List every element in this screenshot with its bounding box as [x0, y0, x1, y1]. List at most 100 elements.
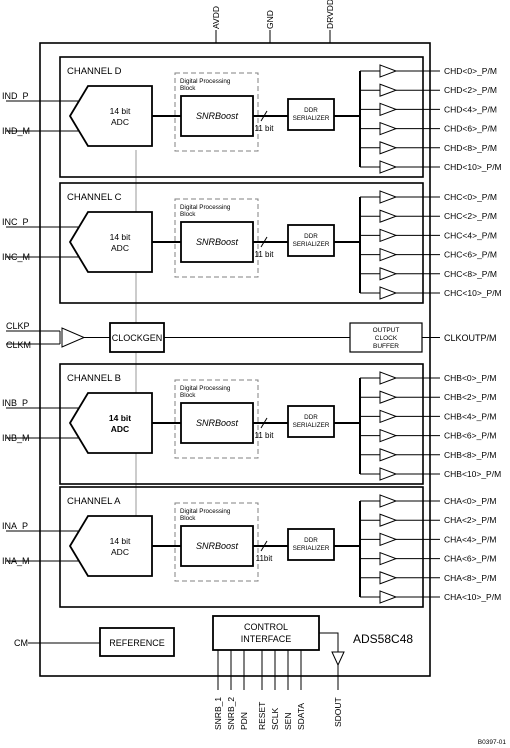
channel-c-bus-label: 11 bit: [255, 250, 275, 259]
channel-b-output-label: CHB<0>_P/M: [444, 373, 496, 383]
top-pin-drvdd: DRVDD: [325, 0, 335, 43]
channel-a-adc-label-adc: ADC: [111, 547, 129, 557]
top-pin-drvdd-label: DRVDD: [325, 0, 335, 29]
channel-a-output-label: CHA<4>_P/M: [444, 534, 496, 544]
channel-b-adc-label-bits: 14 bit: [109, 413, 131, 423]
channel-d-adc-label-bits: 14 bit: [110, 106, 131, 116]
channel-d-dp-label-2: Block: [180, 85, 196, 92]
sdout-buffer-icon: [331, 651, 345, 667]
channel-d-snrboost-block: [180, 95, 254, 137]
channel-d-output-label: CHD<6>_P/M: [444, 124, 497, 134]
reference-section: CM REFERENCE: [14, 627, 175, 657]
channel-d-snrboost-label: SNRBoost: [196, 111, 239, 121]
channel-c-input-p-label: INC_P: [2, 217, 29, 227]
channel-b-snrboost-label: SNRBoost: [196, 418, 239, 428]
channel-c-output-label: CHC<8>_P/M: [444, 269, 497, 279]
channel-b-adc-label-adc: ADC: [111, 424, 129, 434]
channel-d-output-label: CHD<0>_P/M: [444, 66, 497, 76]
channel-b-output-label: CHB<8>_P/M: [444, 450, 496, 460]
output-buffer-icon: [379, 190, 398, 204]
output-clock-buffer-line2: CLOCK: [375, 335, 398, 342]
output-clock-buffer-block: [349, 322, 423, 353]
channel-a-adc-shape: [68, 515, 153, 577]
clkp-label: CLKP: [6, 321, 30, 331]
clkm-label: CLKM: [6, 340, 31, 350]
output-clock-buffer-line1: OUTPUT: [373, 327, 400, 334]
output-buffer-icon: [379, 141, 398, 155]
channel-d-outline: [59, 56, 424, 178]
bottom-pin-label: SEN: [283, 713, 293, 730]
clockgen-label: CLOCKGEN: [112, 333, 163, 343]
bottom-pin-label: SNRB_2: [226, 697, 236, 730]
bottom-pin-pdn: PDN: [239, 650, 249, 730]
channel-d-output-label: CHD<2>_P/M: [444, 85, 497, 95]
channel-c-title: CHANNEL C: [67, 192, 122, 203]
bottom-pin-sen: SEN: [283, 650, 293, 730]
channel-d-ddr-serializer-block: [287, 98, 335, 131]
reference-block: [99, 627, 175, 657]
channel-d-bus-slash: [260, 110, 268, 122]
channel-d-title: CHANNEL D: [67, 66, 122, 77]
channel-d-dp-label-1: Digital Processing: [180, 78, 231, 85]
clock-section: CLKP CLKM CLOCKGEN OUTPUT CLOCK BUFFER C…: [6, 321, 497, 353]
channel-b-output-label: CHB<6>_P/M: [444, 431, 496, 441]
channel-a-ddr-serializer-block: [287, 528, 335, 561]
channel-b-adc-shape: [68, 392, 153, 454]
channel-c-adc-shape: [68, 211, 153, 273]
channel-a-input-m-label: INA_M: [2, 556, 30, 566]
channel-a-ddr-label: DDR: [304, 537, 318, 544]
channel-d-serializer-label: SERIALIZER: [293, 115, 330, 122]
output-buffer-icon: [379, 286, 398, 300]
bottom-pin-label: PDN: [239, 712, 249, 730]
channel-d-output-label: CHD<4>_P/M: [444, 104, 497, 114]
channel-a-bus-slash: [260, 540, 268, 552]
channel-c-serializer-label: SERIALIZER: [293, 241, 330, 248]
output-buffer-icon: [379, 371, 398, 385]
clock-input-buffer-icon: [61, 327, 86, 348]
bottom-pin-reset: RESET: [257, 650, 267, 730]
output-buffer-icon: [379, 247, 398, 262]
output-buffer-icon: [379, 390, 398, 404]
channel-d-bus-label: 11 bit: [255, 124, 275, 133]
channel-c-output-label: CHC<4>_P/M: [444, 230, 497, 240]
reference-label: REFERENCE: [109, 638, 165, 648]
output-buffer-icon: [379, 590, 398, 604]
channel-b-ddr-label: DDR: [304, 414, 318, 421]
output-buffer-icon: [379, 532, 398, 547]
channel-b-output-label: CHB<4>_P/M: [444, 411, 496, 421]
output-clock-buffer-line3: BUFFER: [373, 343, 399, 350]
output-buffer-icon: [379, 83, 398, 97]
channel-b-output-label: CHB<2>_P/M: [444, 392, 496, 402]
channel-b-outline: [59, 363, 424, 485]
channel-c-snrboost-label: SNRBoost: [196, 237, 239, 247]
output-buffer-icon: [379, 448, 398, 462]
figure-id-label: B0397-01: [478, 739, 507, 746]
channel-c-dp-label-1: Digital Processing: [180, 204, 231, 211]
output-buffer-icon: [379, 228, 398, 243]
bottom-pin-snrb-2: SNRB_2: [226, 650, 236, 730]
top-pin-gnd-label: GND: [265, 10, 275, 29]
output-buffer-icon: [379, 209, 398, 223]
bottom-pin-label: SNRB_1: [213, 697, 223, 730]
channel-c-output-label: CHC<10>_P/M: [444, 288, 502, 298]
channel-d-digital-processing-block: [174, 72, 259, 152]
top-pin-avdd-label: AVDD: [211, 6, 221, 29]
channel-a-snrboost-block: [180, 525, 254, 567]
channel-b-snrboost-block: [180, 402, 254, 444]
channel-a-output-label: CHA<6>_P/M: [444, 554, 496, 564]
control-interface-block: [212, 615, 320, 651]
channel-b-output-label: CHB<10>_P/M: [444, 469, 501, 479]
channel-b-digital-processing-block: [174, 379, 259, 459]
top-pin-gnd: GND: [265, 10, 275, 43]
sdout-label: SDOUT: [333, 697, 343, 727]
channel-b-dp-label-1: Digital Processing: [180, 385, 231, 392]
channel-c-output-label: CHC<0>_P/M: [444, 192, 497, 202]
channel-c-outline: [59, 182, 424, 304]
output-buffer-icon: [379, 121, 398, 136]
channel-a-dp-label-2: Block: [180, 515, 196, 522]
channel-a-adc-label-bits: 14 bit: [110, 536, 131, 546]
